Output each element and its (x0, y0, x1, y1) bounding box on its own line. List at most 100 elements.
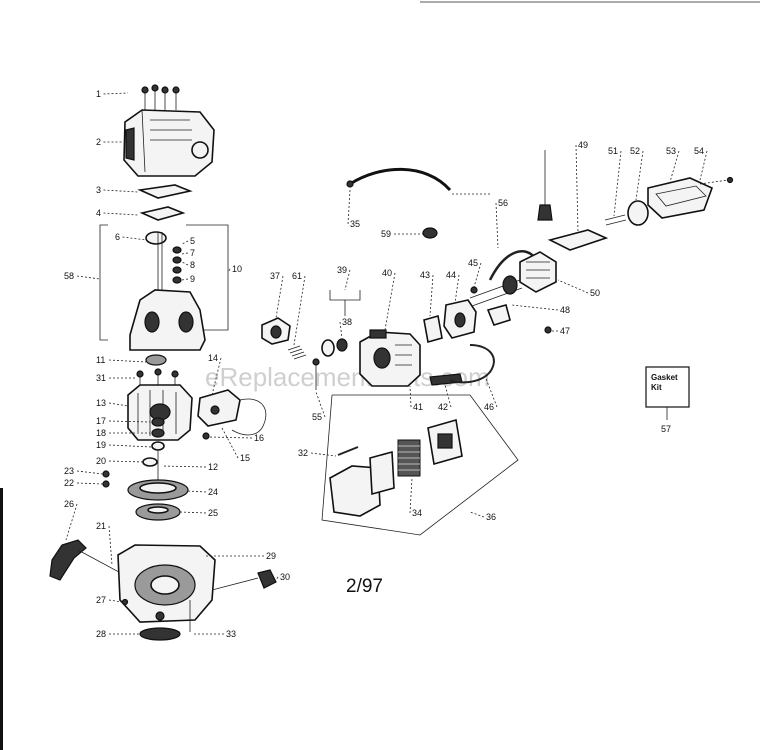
screws-part-31 (136, 368, 179, 386)
callout-17: 17 (96, 416, 106, 426)
callout-6: 6 (115, 232, 120, 242)
leader-44 (454, 274, 460, 304)
callout-61: 61 (292, 271, 302, 281)
callout-28: 28 (96, 629, 106, 639)
callout-54: 54 (694, 146, 704, 156)
pulley-part-25 (135, 503, 181, 521)
leader-9 (181, 278, 189, 281)
callout-23: 23 (64, 466, 74, 476)
leader-61 (293, 275, 306, 346)
leader-55 (315, 391, 326, 418)
callout-34: 34 (412, 508, 422, 518)
screws-part-1 (141, 84, 180, 110)
gasket-part-4 (139, 206, 186, 221)
leader-23 (76, 470, 104, 475)
hose-part-56 (488, 250, 536, 281)
callout-9: 9 (190, 274, 195, 284)
svg-text:Gasket: Gasket (651, 373, 678, 382)
callout-36: 36 (486, 512, 496, 522)
starter-housing-part-29 (117, 544, 216, 623)
leader-46 (484, 375, 498, 408)
callout-1: 1 (96, 89, 101, 99)
left-edge-bar (0, 488, 3, 750)
leader-8 (181, 261, 189, 266)
callout-38: 38 (342, 317, 352, 327)
callout-41: 41 (413, 402, 423, 412)
callout-49: 49 (578, 140, 588, 150)
callout-51: 51 (608, 146, 618, 156)
leader-49 (575, 144, 579, 233)
callout-40: 40 (382, 268, 392, 278)
leader-52 (635, 150, 644, 201)
gasket-part-37 (261, 317, 291, 345)
leader-16 (209, 436, 253, 439)
callout-33: 33 (226, 629, 236, 639)
callout-22: 22 (64, 478, 74, 488)
grommet-part-30 (211, 569, 277, 591)
callout-47: 47 (560, 326, 570, 336)
bolt-part-60 (537, 150, 553, 221)
bearing-part-5 (145, 231, 167, 245)
gasket-part-3 (137, 184, 193, 199)
screw-part-27 (121, 598, 129, 606)
callout-leader-lines (65, 92, 708, 635)
callout-35: 35 (350, 219, 360, 229)
screw-part-16 (202, 432, 210, 440)
callout-26: 26 (64, 499, 74, 509)
carburetor-part-40 (359, 329, 421, 387)
leader-56 (495, 202, 499, 249)
callout-13: 13 (96, 398, 106, 408)
callout-48: 48 (560, 305, 570, 315)
leader-26 (65, 503, 78, 541)
leader-53 (669, 150, 680, 183)
callout-8: 8 (190, 260, 195, 270)
leader-22 (76, 482, 104, 485)
filter-mesh-part-34 (397, 439, 421, 477)
svg-text:Kit: Kit (651, 383, 662, 392)
callout-37: 37 (270, 271, 280, 281)
flywheel-part-24 (127, 479, 189, 501)
leader-38 (339, 321, 343, 339)
screw-part-23 (102, 470, 110, 478)
leader-24 (187, 490, 207, 493)
pawl-part-28 (139, 627, 181, 641)
leader-12 (161, 465, 207, 468)
seal-part-11 (145, 354, 167, 366)
leader-40 (384, 272, 396, 331)
gasket-part-48 (486, 304, 511, 326)
callout-30: 30 (280, 572, 290, 582)
leader-39 (344, 269, 351, 291)
leader-30 (275, 576, 279, 581)
callout-20: 20 (96, 456, 106, 466)
ignition-module-part-14-15 (197, 389, 267, 436)
leader-45 (473, 262, 482, 288)
callout-14: 14 (208, 353, 218, 363)
bracket-39 (329, 290, 361, 316)
leader-43 (429, 274, 434, 317)
callout-43: 43 (420, 270, 430, 280)
leader-10 (227, 268, 231, 273)
leader-13 (108, 402, 129, 407)
leader-34 (409, 477, 413, 514)
leader-51 (613, 150, 622, 217)
callout-19: 19 (96, 440, 106, 450)
callout-5: 5 (190, 236, 195, 246)
callout-24: 24 (208, 487, 218, 497)
callout-7: 7 (190, 248, 195, 258)
callout-44: 44 (446, 270, 456, 280)
callout-18: 18 (96, 428, 106, 438)
screw-part-54 (726, 176, 734, 184)
callout-21: 21 (96, 521, 106, 531)
throttle-parts-38 (321, 338, 348, 357)
callout-31: 31 (96, 373, 106, 383)
callout-labels: 1234567891011121314151617181920212223242… (64, 89, 704, 639)
left-assembly (49, 84, 277, 641)
filter-body-part-48-50 (502, 251, 557, 295)
callout-39: 39 (337, 265, 347, 275)
callout-52: 52 (630, 146, 640, 156)
callout-10: 10 (232, 264, 242, 274)
leader-4 (103, 212, 139, 216)
leader-19 (108, 444, 153, 448)
hose-part-46 (449, 344, 495, 384)
clip-part-59 (422, 227, 438, 239)
